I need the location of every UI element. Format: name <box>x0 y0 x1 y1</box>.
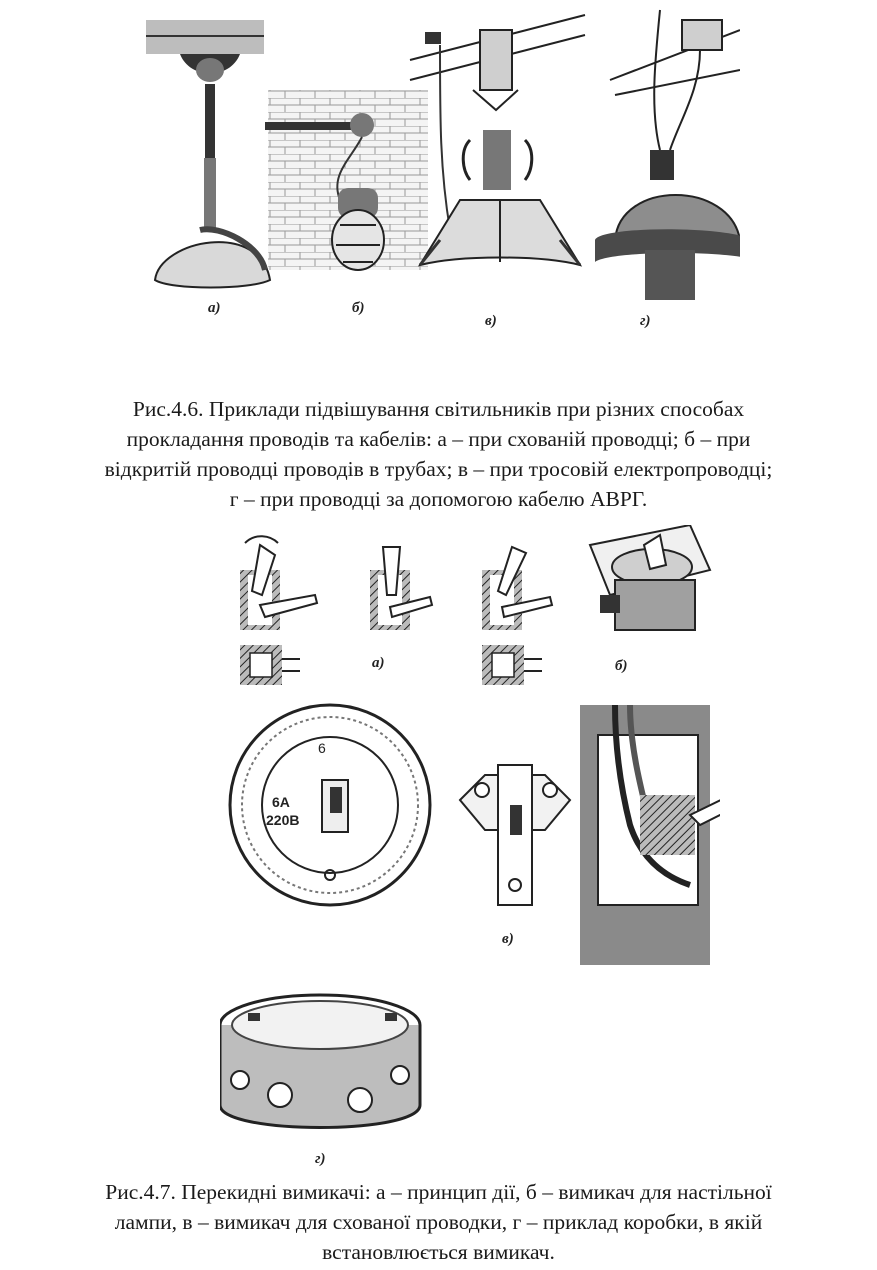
mounting-box-drawing <box>220 993 422 1129</box>
figure-4-6-illustration: а) б) в) <box>140 0 740 345</box>
fig46-sublabel-a: а) <box>208 300 221 316</box>
figure-4-7-illustration: а) б) 6 6A 220В <box>220 525 720 1175</box>
fig46-caption-line: г – при проводці за допомогою кабелю АВР… <box>229 487 648 511</box>
switch-in-wall-box-drawing <box>580 704 720 965</box>
fig46-caption-line: відкритій проводці проводів в трубах; в … <box>104 457 773 481</box>
lamp-hidden-wiring-drawing <box>146 20 272 289</box>
fig46-sublabel-d: г) <box>640 313 651 329</box>
figure-4-7-caption: Рис.4.7. Перекидні вимикачі: а – принцип… <box>0 1177 877 1267</box>
fig47-sublabel-b: б) <box>615 658 627 674</box>
switch-mechanism-drawing <box>458 764 572 906</box>
round-switch-plate-drawing <box>228 703 432 907</box>
table-lamp-switch-drawing <box>588 525 712 631</box>
fig47-sublabel-a: а) <box>372 655 385 671</box>
figure-4-6-caption: Рис.4.6. Приклади підвішування світильни… <box>0 394 877 514</box>
fig46-sublabel-b: б) <box>352 300 364 316</box>
fig47-caption-line: лампи, в – вимикач для схованої проводки… <box>114 1210 763 1234</box>
fig46-caption-line: прокладання проводів та кабелів: а – при… <box>126 427 751 451</box>
lamp-avrg-cable-drawing <box>595 9 740 300</box>
fig46-caption-line: Рис.4.6. Приклади підвішування світильни… <box>132 397 745 421</box>
switch-marking-top: 6 <box>318 740 326 756</box>
fig47-caption-line: Рис.4.7. Перекидні вимикачі: а – принцип… <box>105 1180 772 1204</box>
lamp-tube-wiring-drawing <box>265 90 428 271</box>
switch-rating-current: 6A <box>272 794 290 810</box>
switch-rating-voltage: 220В <box>266 812 299 828</box>
fig46-sublabel-c: в) <box>485 313 497 329</box>
lamp-cable-wiring-drawing <box>409 14 586 267</box>
fig47-sublabel-c: в) <box>502 931 514 947</box>
fig47-sublabel-d: г) <box>315 1151 326 1167</box>
fig47-caption-line: встановлюється вимикач. <box>322 1240 555 1264</box>
switch-principle-drawing <box>240 535 554 685</box>
